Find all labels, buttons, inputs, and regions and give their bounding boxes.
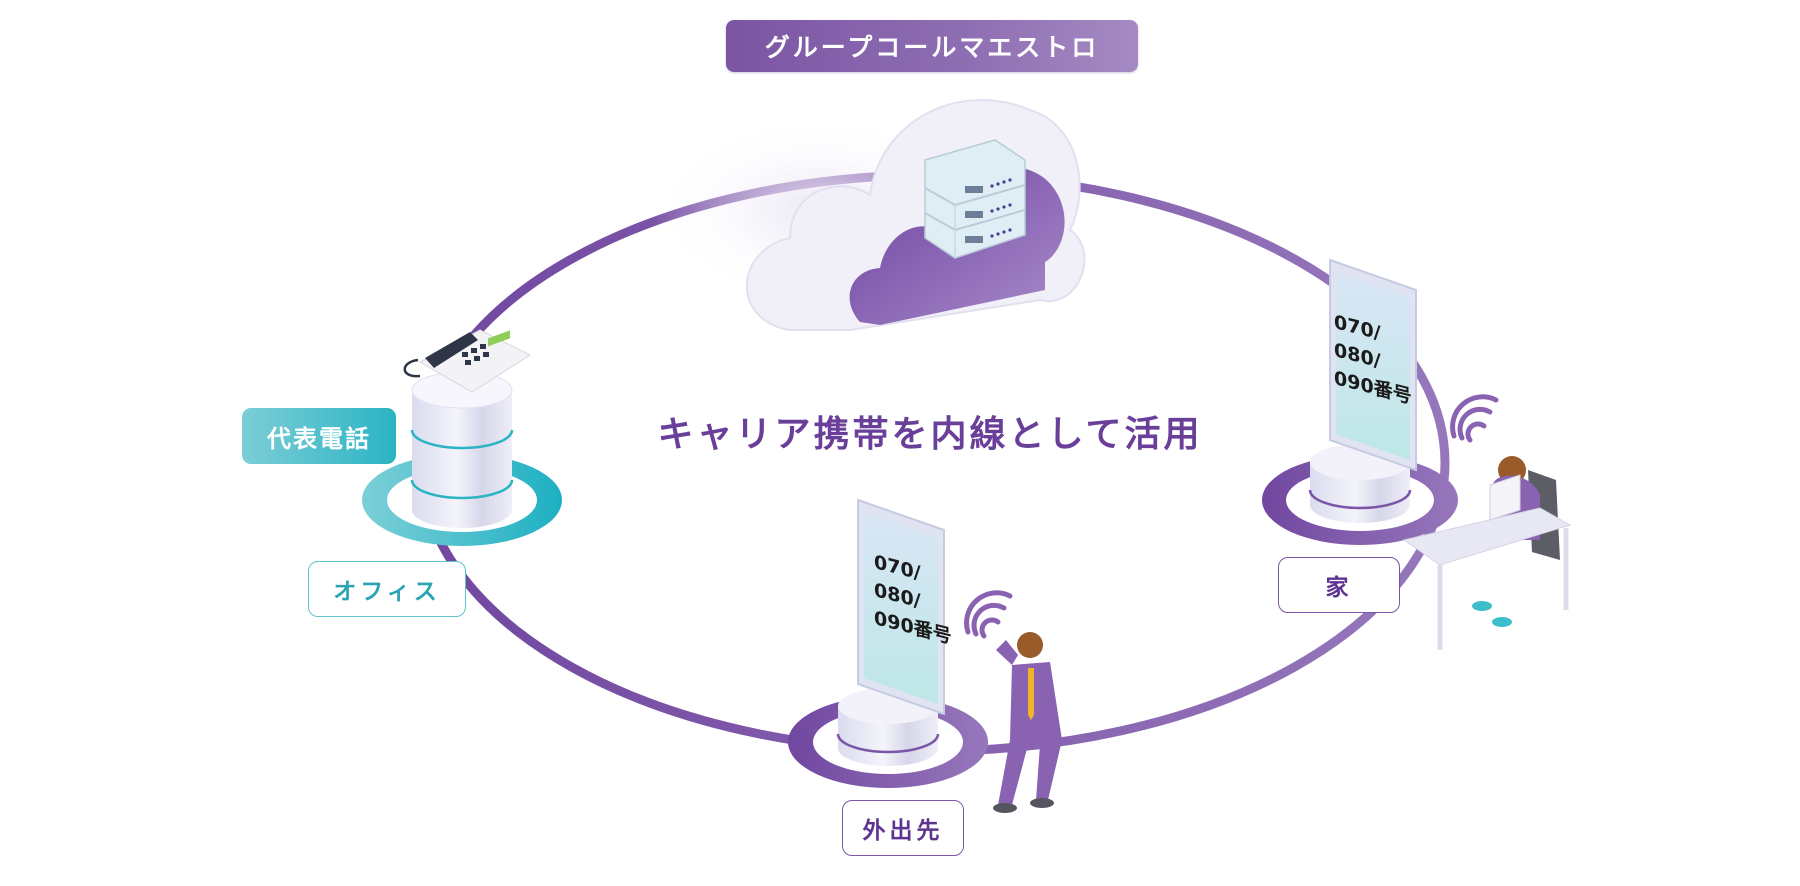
wifi-icon — [964, 590, 1013, 639]
desk-phone-icon — [403, 329, 532, 393]
home-node — [1262, 258, 1572, 650]
title-text: グループコールマエストロ — [764, 33, 1100, 62]
office-label: オフィス — [308, 561, 466, 617]
representative-phone-label: 代表電話 — [242, 408, 396, 464]
outside-label-text: 外出先 — [862, 818, 944, 844]
walking-person-icon — [993, 632, 1062, 813]
title-badge: グループコールマエストロ — [726, 20, 1138, 72]
center-caption: キャリア携帯を内線として活用 — [657, 414, 1203, 455]
outside-node — [788, 498, 1062, 813]
home-label-text: 家 — [1325, 575, 1353, 601]
office-label-text: オフィス — [333, 579, 441, 605]
outside-smartphone-icon — [857, 498, 945, 716]
office-node — [362, 329, 562, 546]
person-at-desk-icon — [1402, 456, 1572, 650]
home-smartphone-icon — [1329, 258, 1417, 472]
home-label: 家 — [1278, 557, 1400, 613]
server-rack-icon — [924, 139, 1026, 259]
cloud-server-icon — [650, 99, 1086, 331]
representative-phone-text: 代表電話 — [267, 424, 371, 453]
wifi-icon — [1450, 394, 1499, 443]
outside-label: 外出先 — [842, 800, 964, 856]
